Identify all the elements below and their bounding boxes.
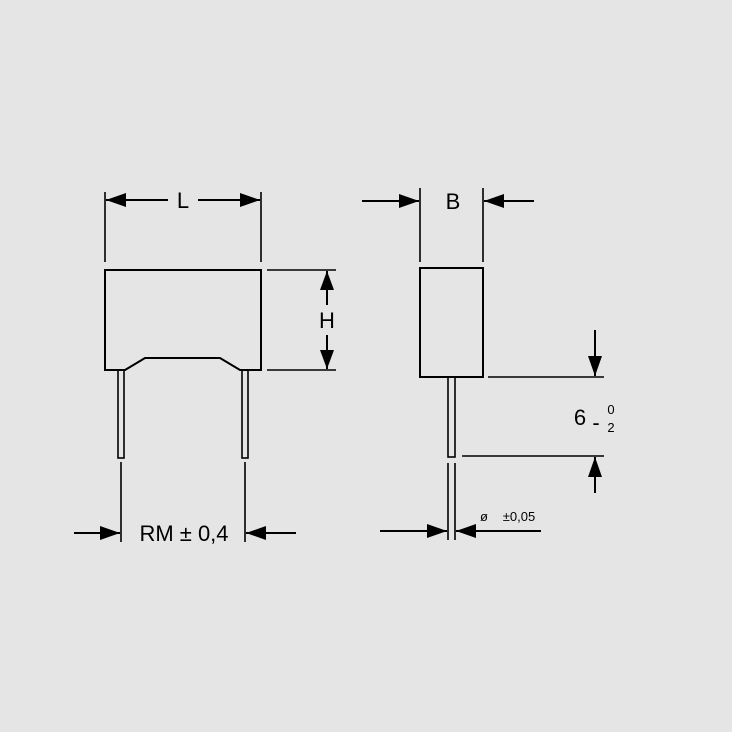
lead-length-arrow-bottom xyxy=(588,457,602,477)
lead-length-value: 6 xyxy=(574,405,586,430)
diameter-dimension: ø ±0,05 xyxy=(380,509,541,538)
diameter-symbol: ø xyxy=(480,509,488,524)
lead-length-tolerance-lower: 2 xyxy=(607,420,614,435)
height-arrow-bottom xyxy=(320,350,334,369)
diameter-tolerance: ±0,05 xyxy=(503,509,535,524)
lead-length-minus: - xyxy=(592,410,599,435)
height-label: H xyxy=(319,308,335,333)
pitch-label: RM ± 0,4 xyxy=(139,521,228,546)
side-view-body xyxy=(419,267,484,378)
pitch-arrow-right xyxy=(246,526,266,540)
height-arrow-top xyxy=(320,271,334,290)
lead-length-arrow-top xyxy=(588,356,602,376)
pitch-dimension: RM ± 0,4 xyxy=(74,462,296,546)
diameter-arrow-left xyxy=(427,524,447,538)
front-view-body xyxy=(104,269,262,371)
length-arrow-right xyxy=(240,193,260,207)
pitch-arrow-left xyxy=(100,526,120,540)
front-view: L H RM ± 0,4 xyxy=(74,188,336,546)
length-arrow-left xyxy=(106,193,126,207)
side-lead xyxy=(447,376,456,458)
length-dimension: L xyxy=(104,188,262,262)
width-dimension: B xyxy=(362,188,534,262)
lead-length-dimension: 6 - 0 2 xyxy=(462,330,615,493)
diameter-arrow-right xyxy=(456,524,476,538)
front-view-leads xyxy=(117,367,249,459)
front-lead-right xyxy=(241,367,249,459)
front-lead-left xyxy=(117,367,125,459)
width-arrow-right xyxy=(484,194,504,208)
lead-length-tolerance-upper: 0 xyxy=(607,402,614,417)
length-label: L xyxy=(177,188,189,213)
width-label: B xyxy=(446,189,461,214)
width-arrow-left xyxy=(399,194,419,208)
side-view: B 6 - 0 2 ø ±0,05 xyxy=(362,188,615,540)
height-dimension: H xyxy=(267,269,336,371)
